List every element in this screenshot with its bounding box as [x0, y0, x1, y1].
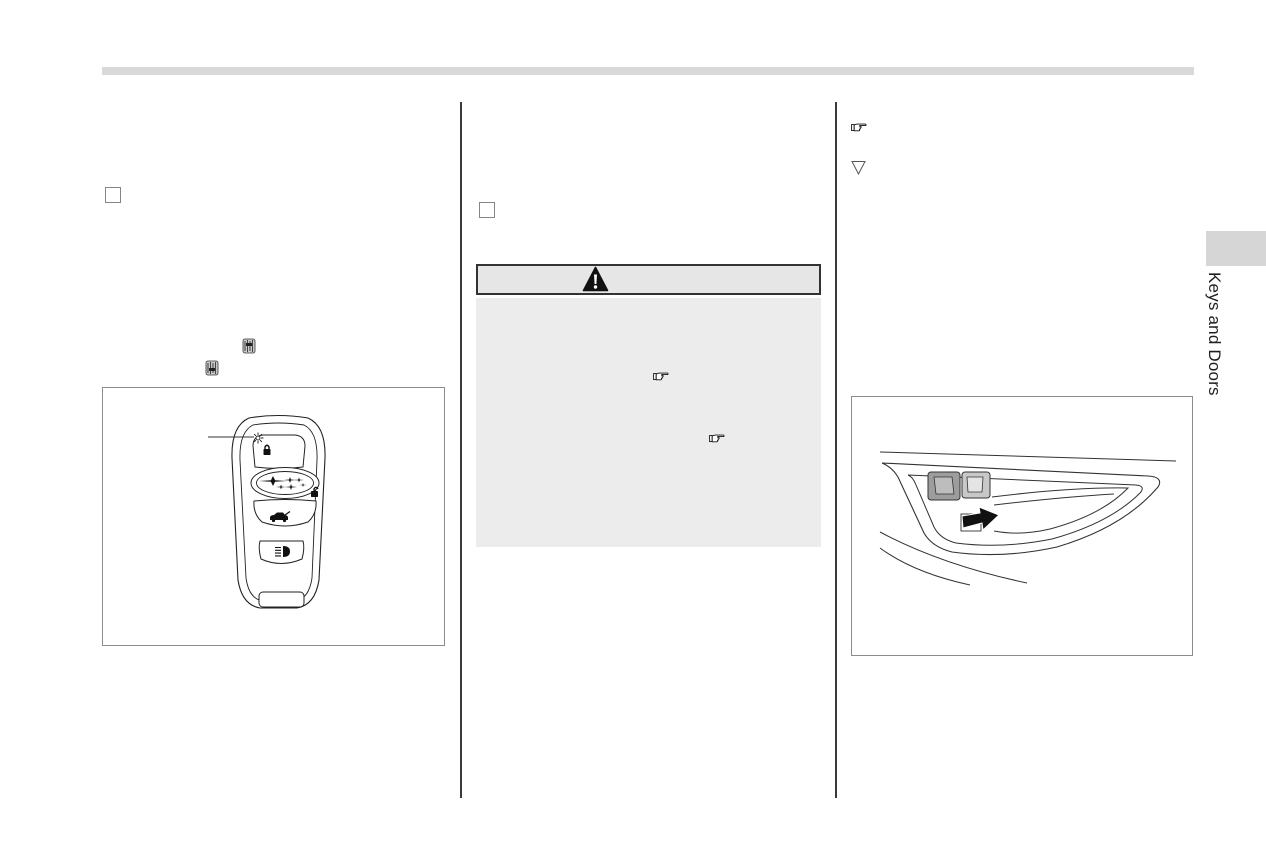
door-handle-drawing	[879, 451, 1177, 586]
key-fob-glyph-icon	[242, 338, 256, 354]
key-fob-glyph-icon	[205, 360, 219, 376]
door-handle-figure	[851, 396, 1193, 656]
handle-recess-outer	[881, 462, 1161, 556]
door-panel-line	[879, 547, 971, 586]
door-handle-lever-edge	[993, 493, 1115, 506]
column-divider-right	[835, 102, 837, 798]
square-box-icon	[479, 202, 495, 218]
door-lock-button	[927, 471, 961, 501]
fob-inner-outline	[239, 422, 318, 602]
push-direction-arrow-icon	[961, 506, 1000, 532]
key-fob-drawing	[208, 414, 326, 609]
key-fob-figure	[102, 387, 445, 646]
trunk-button	[253, 499, 317, 527]
door-trim-line	[879, 451, 1177, 462]
pointing-hand-icon	[709, 434, 725, 443]
warning-header	[476, 264, 821, 295]
section-tab-label: Keys and Doors	[1205, 272, 1224, 396]
panic-button	[258, 540, 305, 564]
door-handle-lever	[991, 487, 1130, 534]
led-indicator-icon	[253, 432, 264, 444]
section-tab-marker	[1206, 231, 1266, 266]
brand-star-emblem	[259, 476, 307, 490]
triangle-down-icon	[851, 161, 866, 175]
pointing-hand-icon	[851, 123, 867, 132]
door-panel-line	[879, 531, 1028, 584]
warning-body	[476, 298, 821, 547]
handle-recess-inner	[907, 474, 1143, 546]
trunk-car-icon	[270, 511, 291, 523]
logo-button	[250, 467, 320, 499]
column-divider-left	[460, 102, 462, 798]
lock-icon	[263, 444, 271, 455]
header-rule	[102, 67, 1194, 75]
door-unlock-button	[961, 471, 991, 499]
square-box-icon	[105, 187, 121, 203]
fob-bottom-tab	[258, 591, 305, 608]
lock-button	[252, 434, 306, 469]
pointing-hand-icon	[653, 372, 669, 381]
warning-triangle-icon	[582, 266, 609, 292]
panic-horn-icon	[275, 546, 290, 557]
unlock-icon	[311, 486, 319, 497]
